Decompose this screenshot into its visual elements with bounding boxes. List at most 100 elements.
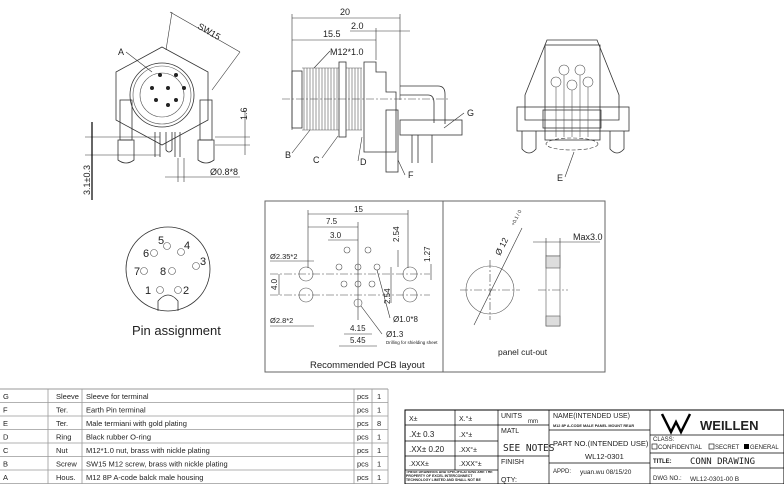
label-g: G: [467, 108, 474, 118]
units-value: mm: [528, 419, 538, 425]
height-dimension: 1.6: [239, 107, 249, 120]
bom-name: Sleeve: [56, 392, 79, 401]
total-length-dimension: 20: [340, 7, 350, 17]
hole-1-0: Ø1.0*8: [393, 315, 418, 324]
class-general: GENERAL: [750, 445, 779, 451]
hole-2-35: Ø2.35*2: [270, 252, 298, 261]
pcb-layout: 15 7.5 3.0 2.54 1.27 4.0 2.54 Ø2.35*2 Ø2…: [270, 205, 438, 371]
flange-dimension: 2.0: [351, 21, 364, 31]
checkbox-secret[interactable]: [708, 443, 715, 450]
cutout-diameter: Ø 12: [493, 236, 510, 257]
bom-unit: pcs: [357, 446, 369, 455]
label-b: B: [285, 150, 291, 160]
side-view: 20 2.0 15.5 M12*1.0 B C D F G: [282, 7, 474, 180]
pin-diameter-dimension: Ø0.8*8: [210, 167, 238, 177]
bom-qty: 1: [377, 473, 381, 482]
label-e: E: [557, 173, 563, 183]
bom-qty: 1: [377, 446, 381, 455]
bom-unit: pcs: [357, 433, 369, 442]
dim-7-5: 7.5: [326, 217, 338, 226]
class-secret: SECRET: [715, 445, 740, 451]
bom-desc: M12 8P A-code balck male housing: [86, 473, 203, 482]
dim-15: 15: [354, 205, 363, 214]
bom-item: C: [3, 446, 9, 455]
brand-name: WEILLEN: [700, 418, 759, 433]
bom-name: Nut: [56, 446, 69, 455]
bom-qty: 1: [377, 406, 381, 415]
matl-label: MATL: [501, 428, 519, 435]
panel-max-thickness: Max3.0: [573, 232, 603, 242]
front-pin-dots: [150, 73, 186, 107]
tol-x: X±: [409, 416, 418, 423]
tol-x3: .XXX±: [409, 461, 429, 468]
bom-unit: pcs: [357, 473, 369, 482]
bom-item: E: [3, 419, 8, 428]
pin-2: 2: [183, 285, 189, 297]
rear-view: E: [516, 39, 630, 183]
bom-qty: 1: [377, 460, 381, 469]
bom-desc: M12*1.0 nut, brass with nickle plating: [86, 446, 210, 455]
bom-desc: Black rubber O-ring: [86, 433, 151, 442]
dim-5-45: 5.45: [350, 336, 366, 345]
property-notice: THESE DRAWINGS AND SPECIFICATIONS ARE TH…: [406, 471, 493, 482]
panel-cutout-title: panel cut-out: [498, 347, 548, 357]
finish-label: FINISH: [501, 459, 524, 466]
pcb-layout-title: Recommended PCB layout: [310, 360, 425, 371]
panel-cutout: Ø 12 +0.1 / 0 Max3.0 panel cut-out: [460, 209, 603, 357]
appd-value: yuan.wu 08/15/20: [580, 469, 632, 476]
tol-x3-deg: .XXX°±: [459, 460, 482, 468]
pin-assignment-title: Pin assignment: [132, 323, 221, 338]
bom-name: Ter.: [56, 419, 68, 428]
label-c: C: [313, 155, 320, 165]
tol-x1-deg: .X°±: [459, 431, 472, 439]
tol-x-deg: X.°±: [459, 415, 472, 423]
class-label: CLASS:: [653, 437, 675, 443]
bom-name: Hous.: [56, 473, 76, 482]
appd-label: APPD:: [553, 469, 571, 475]
qty-label: QTY:: [501, 477, 517, 484]
hole-1-3: Ø1.3: [386, 330, 404, 339]
dim-3-0: 3.0: [330, 231, 342, 240]
drawing-title: CONN DRAWING: [690, 457, 755, 467]
dim-2-54-bottom: 2.54: [383, 288, 392, 304]
title-block: X± X.°± .X± 0.3 .X°± .XX± 0.20 .XX°± .XX…: [404, 409, 784, 484]
bom-qty: 8: [377, 419, 381, 428]
bom-desc: SW15 M12 screw, brass with nickle platin…: [86, 460, 228, 469]
bom-unit: pcs: [357, 392, 369, 401]
pin-1: 1: [145, 285, 151, 297]
pin-5: 5: [158, 235, 164, 247]
layout-frame: [264, 200, 606, 373]
bom-desc: Male termiani with gold plating: [86, 419, 187, 428]
pin-4: 4: [184, 240, 190, 252]
dwg-no-value: WL12-0301-00 B: [690, 476, 739, 483]
bom-name: Ring: [56, 433, 71, 442]
tol-x2-deg: .XX°±: [459, 446, 477, 454]
name-value: M12 8P A-CODE MALE PANEL MOUNT REAR: [553, 424, 634, 428]
dwg-no-label: DWG NO.:: [653, 476, 682, 482]
pin-3: 3: [200, 256, 206, 268]
checkbox-confidential[interactable]: [651, 443, 658, 450]
cutout-tolerance: +0.1 / 0: [510, 209, 523, 227]
bom-unit: pcs: [357, 460, 369, 469]
bom-item: A: [3, 473, 8, 482]
pin-8: 8: [160, 266, 166, 278]
thread-spec: M12*1.0: [330, 47, 364, 57]
label-d: D: [360, 157, 367, 167]
bom-item: G: [3, 392, 9, 401]
checkbox-general[interactable]: [744, 444, 749, 449]
part-no-value: WL12-0301: [585, 452, 624, 461]
tol-x1: .X± 0.3: [409, 430, 435, 439]
shield-note: Drilling for shielding sheet: [386, 340, 438, 345]
see-notes: SEE NOTES: [503, 443, 555, 454]
bom-qty: 1: [377, 433, 381, 442]
pin-6: 6: [143, 248, 149, 260]
label-a: A: [118, 47, 124, 57]
bom-name: Screw: [56, 460, 77, 469]
pin-assignment: 1 2 3 4 5 6 7 8 Pin assignment: [125, 226, 221, 338]
thread-length-dimension: 15.5: [323, 29, 341, 39]
hole-2-8: Ø2.8*2: [270, 316, 293, 325]
bom-unit: pcs: [357, 419, 369, 428]
bom-item: D: [3, 433, 9, 442]
